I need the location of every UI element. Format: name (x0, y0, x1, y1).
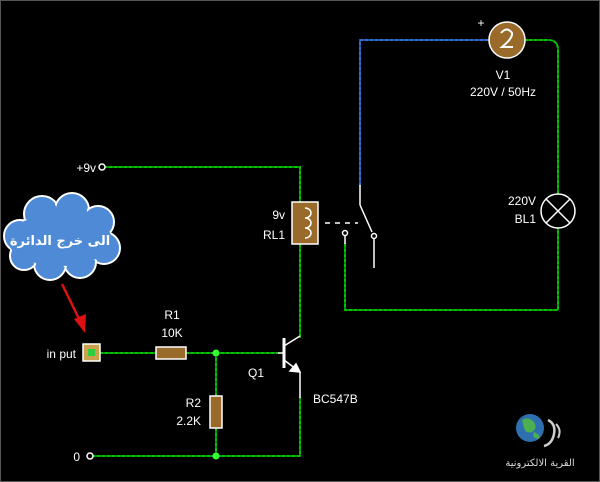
supply-label: +9v (76, 161, 96, 175)
lamp-name-label: BL1 (515, 212, 537, 226)
globe-logo-icon (516, 414, 561, 448)
source-polarity-label: + (477, 16, 484, 30)
arrow-icon (60, 283, 86, 333)
ac-source-v1 (488, 21, 526, 59)
lamp-voltage-label: 220V (508, 194, 536, 208)
wire-supply-to-relay (103, 166, 301, 203)
source-name-label: V1 (496, 68, 511, 82)
q1-name-label: Q1 (248, 366, 264, 380)
callout-cloud (3, 192, 121, 281)
supply-terminal (98, 163, 106, 171)
wire-ground-rail (91, 397, 301, 457)
input-connector (82, 343, 101, 362)
ground-terminal (86, 452, 94, 460)
ground-label: 0 (73, 450, 80, 464)
logo-text: القرية الالكترونية (505, 458, 574, 469)
wire-contact-to-lamp (344, 227, 559, 311)
relay-voltage-label: 9v (272, 208, 285, 222)
wire-source-to-switch (359, 39, 489, 186)
resistor-r1 (155, 346, 187, 360)
lamp-bl1 (540, 193, 576, 229)
wire-lamp-to-source (525, 39, 559, 194)
source-rating-label: 220V / 50Hz (470, 85, 536, 99)
r2-name-label: R2 (186, 396, 202, 410)
callout-text: الى خرج الدائرة (10, 234, 110, 249)
resistor-r2 (209, 395, 223, 429)
input-label: in put (47, 347, 77, 361)
relay-coil (291, 201, 319, 245)
transistor-q1 (278, 335, 302, 398)
wires (91, 39, 559, 457)
junction-dot (212, 349, 220, 357)
r1-value-label: 10K (161, 326, 182, 340)
r1-name-label: R1 (164, 308, 180, 322)
junction-dot (212, 452, 220, 460)
r2-value-label: 2.2K (176, 414, 201, 428)
relay-switch (341, 185, 378, 268)
q1-part-label: BC547B (313, 392, 358, 406)
relay-name-label: RL1 (263, 228, 285, 242)
